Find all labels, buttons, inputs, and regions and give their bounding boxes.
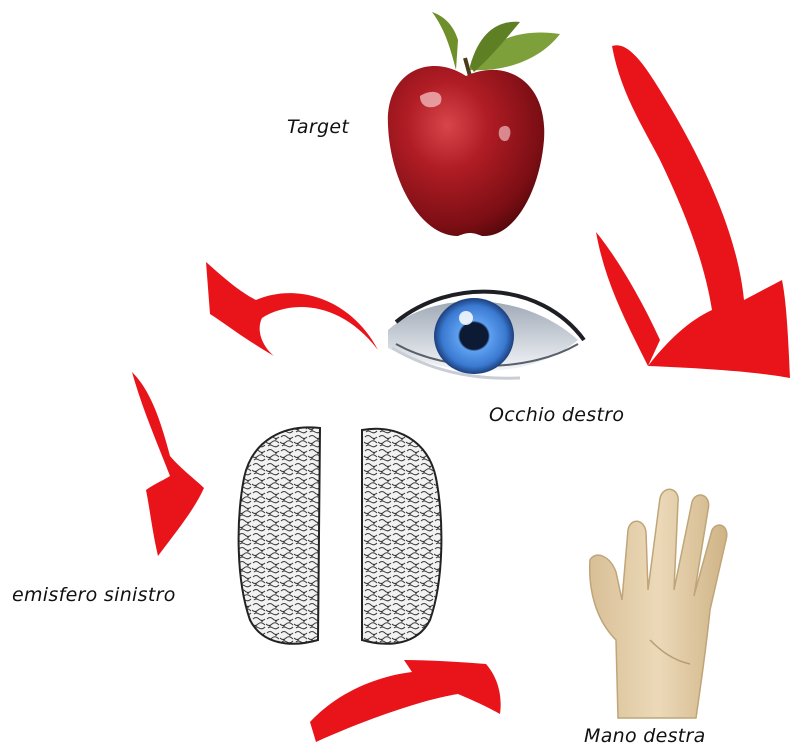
brain-label: emisfero sinistro (12, 584, 176, 606)
arrow-eye-to-brain (206, 262, 378, 356)
arrow-brain-to-hand (310, 660, 501, 742)
arrow-target-to-eye-head (596, 232, 660, 366)
eye-label: Occhio destro (489, 404, 624, 426)
eye-icon (388, 292, 584, 379)
hand-label: Mano destra (584, 725, 706, 747)
right-hemisphere (362, 429, 441, 644)
left-hemisphere (239, 427, 320, 643)
apple-icon (388, 12, 560, 236)
brain-icon (239, 427, 442, 643)
target-label: Target (287, 116, 349, 138)
arrow-to-left-hemisphere (132, 372, 204, 556)
hand-icon (590, 489, 727, 718)
